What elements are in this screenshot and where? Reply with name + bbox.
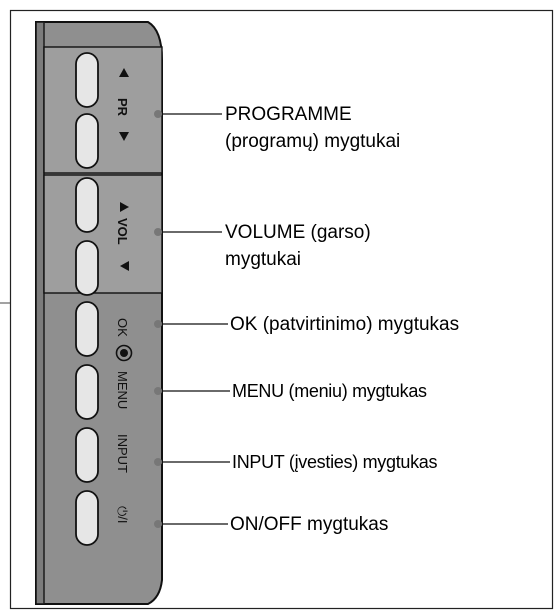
triangle-right-icon	[120, 202, 129, 212]
power-callout-dot	[154, 520, 162, 528]
pr-up-button[interactable]	[75, 52, 99, 108]
vol-button-group	[43, 174, 163, 294]
volume-callout-line1: VOLUME (garso)	[225, 222, 371, 243]
vol-callout-dot	[154, 228, 162, 236]
vol-down-button[interactable]	[75, 240, 99, 296]
ok-callout-dot	[154, 320, 162, 328]
programme-callout-line1: PROGRAMME	[225, 104, 352, 125]
input-side-label: INPUT	[115, 434, 130, 473]
power-callout-label: ON/OFF mygtukas	[230, 511, 388, 538]
vol-side-label: VOL	[115, 218, 130, 245]
menu-callout-dot	[154, 387, 162, 395]
side-panel-front-edge	[35, 21, 45, 605]
pr-button-group	[43, 46, 163, 174]
ok-callout-label: OK (patvirtinimo) mygtukas	[230, 311, 459, 338]
menu-side-label: MENU	[115, 371, 130, 409]
input-callout-line1: INPUT (įvesties) mygtukas	[232, 452, 438, 472]
vol-up-button[interactable]	[75, 177, 99, 233]
ok-side-label: OK	[115, 318, 130, 337]
pr-down-button[interactable]	[75, 113, 99, 169]
outer-frame	[9, 9, 554, 610]
triangle-up-icon	[119, 68, 129, 77]
power-side-label: ⏻/I	[115, 506, 130, 524]
programme-callout-label: PROGRAMME (programų) mygtukai	[225, 101, 400, 155]
ok-callout-line1: OK (patvirtinimo) mygtukas	[230, 314, 460, 335]
pr-callout-dot	[154, 110, 162, 118]
programme-callout-line2: (programų) mygtukai	[225, 131, 401, 152]
triangle-down-icon	[119, 132, 129, 141]
pr-side-label: PR	[115, 98, 130, 117]
input-callout-label: INPUT (įvesties) mygtukas	[232, 449, 438, 476]
input-button[interactable]	[75, 427, 99, 483]
menu-callout-line1: MENU (meniu) mygtukas	[232, 381, 427, 401]
menu-callout-label: MENU (meniu) mygtukas	[232, 378, 427, 405]
input-callout-dot	[154, 458, 162, 466]
power-button[interactable]	[75, 490, 99, 546]
triangle-left-icon	[120, 261, 129, 271]
volume-callout-line2: mygtukai	[225, 249, 302, 270]
ok-button[interactable]	[75, 301, 99, 357]
menu-button[interactable]	[75, 364, 99, 420]
ok-dot-icon	[120, 349, 128, 357]
volume-callout-label: VOLUME (garso) mygtukai	[225, 219, 371, 273]
ok-circle-icon	[115, 344, 133, 362]
power-callout-line1: ON/OFF mygtukas	[230, 514, 389, 535]
